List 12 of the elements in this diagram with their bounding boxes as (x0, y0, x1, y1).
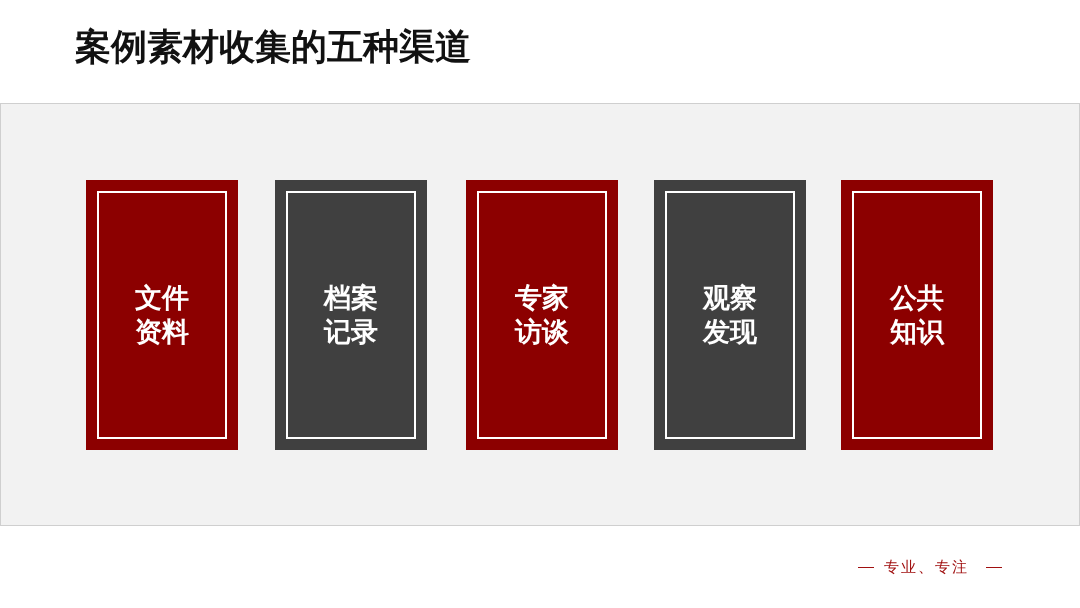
channel-card (841, 180, 993, 450)
card-label: 公共知识 (890, 281, 944, 349)
card-label: 观察发现 (703, 281, 757, 349)
card-label: 档案记录 (324, 281, 378, 349)
channel-card (275, 180, 427, 450)
channel-card (654, 180, 806, 450)
card-label: 专家访谈 (515, 281, 569, 349)
channel-card (466, 180, 618, 450)
slogan-text: 专业、专注 (884, 557, 969, 578)
card-label: 文件资料 (135, 281, 189, 349)
slide-title: 案例素材收集的五种渠道 (75, 25, 471, 69)
channel-card (86, 180, 238, 450)
